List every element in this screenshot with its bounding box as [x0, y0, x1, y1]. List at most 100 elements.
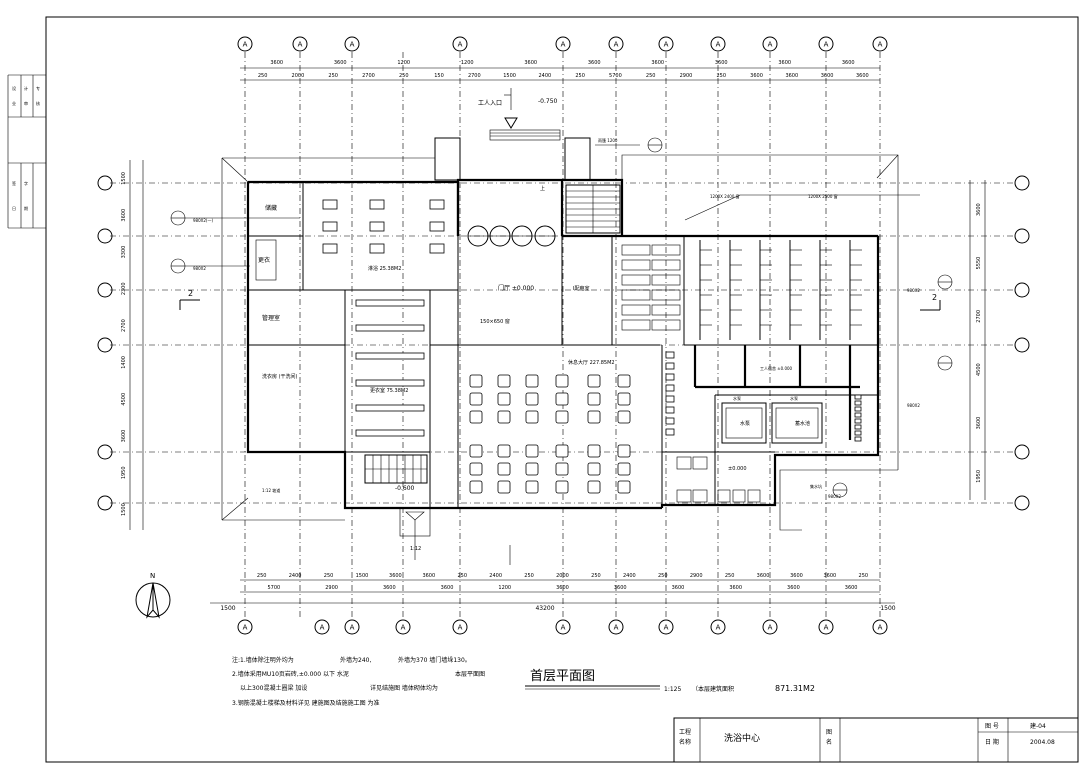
locker-cell [665, 406, 675, 414]
lounge-chair [469, 410, 483, 424]
axis-bubble [1014, 228, 1030, 244]
locker-row [355, 429, 425, 437]
detail-callouts [170, 137, 953, 498]
dimension-value: 3600 [856, 73, 869, 79]
bottom-level-mark: -0.600 [395, 485, 415, 492]
bed [651, 244, 681, 256]
dimension-value: 3600 [821, 73, 834, 79]
dimension-value: 2700 [362, 73, 375, 79]
title-block [673, 717, 1079, 763]
lounge-chair [555, 444, 569, 458]
shower-stall [255, 239, 277, 281]
axis-bubble [710, 619, 726, 635]
bed [621, 319, 651, 331]
bed [621, 244, 651, 256]
lounge-chair [617, 480, 631, 494]
lounge-chair [469, 444, 483, 458]
callout-text: 980X2(一) [193, 218, 213, 223]
side-text-1: 设 [12, 85, 16, 91]
shower-seat [322, 199, 338, 210]
lounge-chair [525, 392, 539, 406]
dimension-value: 3600 [785, 73, 798, 79]
locker-cell [854, 436, 862, 442]
axis-bubble-label: A [768, 41, 773, 49]
dimension-value: 2300 [121, 282, 127, 295]
dimension-value: 250 [658, 573, 668, 579]
drawing-scale: 1:125 [664, 686, 681, 693]
date-value: 2004.08 [1030, 739, 1055, 746]
drawing-title: 首层平面图 [530, 669, 595, 684]
locker-cell [854, 394, 862, 400]
axis-bubble-label: A [243, 624, 248, 632]
axis-bubble-label: A [298, 41, 303, 49]
sheet-label-1: 图 [826, 729, 832, 736]
entrance-label: 工人入口 [478, 100, 502, 107]
room-label: 集水坑 [810, 483, 822, 489]
room-label: 休息大厅 227.85M2 [568, 359, 615, 366]
axis-bubble [1014, 495, 1030, 511]
callout-text: 1:12 坡道 [262, 487, 280, 493]
lounge-chair [587, 392, 601, 406]
shower-seat [322, 243, 338, 254]
pump-tanks [721, 402, 823, 444]
lounge-chair [587, 444, 601, 458]
right-axis-bubbles [1014, 175, 1030, 511]
axis-bubble [608, 36, 624, 52]
side-text-3: 专 [36, 85, 40, 91]
side-text-10: 期 [24, 205, 28, 211]
bed [621, 304, 651, 316]
dimension-value: 3600 [842, 60, 855, 66]
dimension-value: 3600 [976, 417, 982, 430]
dimension-value: 2400 [489, 573, 502, 579]
locker-cell [665, 373, 675, 381]
dimension-value: 1950 [121, 466, 127, 479]
shower-seat [369, 243, 385, 254]
dimension-value: 2400 [538, 73, 551, 79]
axis-bubble-label: A [320, 624, 325, 632]
dimension-value: 4500 [121, 393, 127, 406]
dimension-value: 1500 [356, 573, 369, 579]
locker-cell [854, 400, 862, 406]
axis-bubble-label: A [878, 624, 883, 632]
dimension-value: 250 [716, 73, 726, 79]
callout-text: 980X2 [193, 266, 206, 271]
locker-cell [854, 430, 862, 436]
axis-bubble-label: A [716, 41, 721, 49]
overall-right-dimension: 1500 [880, 605, 895, 612]
dimension-value: 250 [258, 73, 268, 79]
axis-bubble [608, 619, 624, 635]
dimension-value: 2700 [976, 310, 982, 323]
dimension-value: 250 [591, 573, 601, 579]
left-axis-bubbles [97, 175, 113, 511]
room-label: 水泵 [740, 420, 750, 427]
lounge-chair [555, 392, 569, 406]
dimension-value: 250 [646, 73, 656, 79]
axis-bubble [555, 619, 571, 635]
note-line: 2.墙体采用MU10页岩砖,±0.000 以下 水泥 [232, 670, 349, 678]
axis-bubble [762, 619, 778, 635]
toilet-fixtures [676, 456, 761, 503]
axis-bubble [872, 619, 888, 635]
dimension-value: 3600 [672, 585, 685, 591]
callout-text: 980X2 [907, 288, 920, 293]
lounge-chair [497, 480, 511, 494]
building-walls [246, 178, 880, 510]
shower-seat [369, 199, 385, 210]
dimension-value: 1500 [121, 172, 127, 185]
bed [651, 274, 681, 286]
axis-bubble-label: A [716, 624, 721, 632]
dimension-value: 3600 [556, 585, 569, 591]
room-label: 蓄水池 [795, 420, 810, 427]
axis-bubble-label: A [458, 41, 463, 49]
dimension-value: 2700 [121, 319, 127, 332]
bed [621, 259, 651, 271]
lounge-chair [469, 480, 483, 494]
ramp-mark: 1:12 [410, 546, 421, 552]
lounge-chair [555, 462, 569, 476]
side-text-6: 核 [36, 100, 40, 106]
room-label: 门厅 ±0.000 [498, 284, 534, 292]
dimension-value: 2000 [556, 573, 569, 579]
drawing-no: 建-04 [1030, 722, 1046, 730]
